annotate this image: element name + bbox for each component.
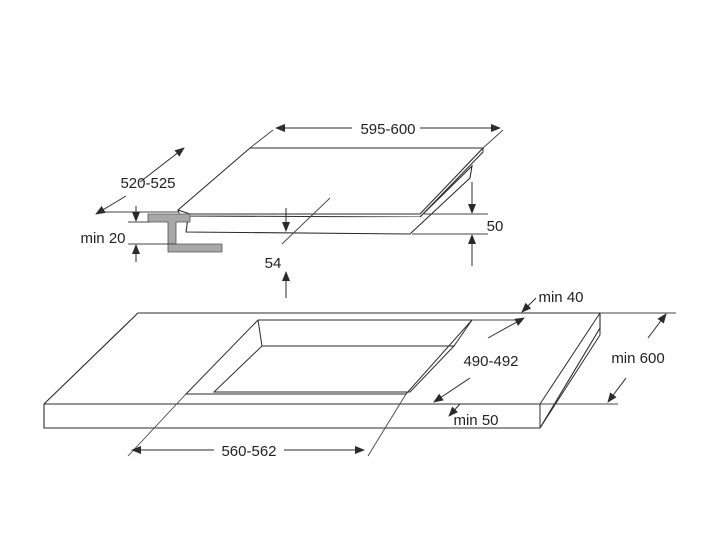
hob-glass-top (176, 147, 485, 215)
dim-worktop-depth-label: min 600 (611, 350, 664, 367)
dim-bracket-clearance-label: min 20 (80, 230, 125, 247)
dim-hob-depth: 520-525 (95, 147, 185, 215)
dim-back-clearance-label: min 40 (538, 289, 583, 306)
dim-cutout-width: 560-562 (127, 393, 407, 460)
dim-hob-depth-label: 520-525 (120, 175, 175, 192)
mounting-bracket (147, 213, 223, 253)
dim-cutout-depth: 490-492 (433, 317, 525, 403)
dim-hob-inset-label: 54 (265, 255, 282, 272)
dim-bracket-clearance: min 20 (80, 206, 176, 262)
worktop-top (43, 312, 601, 429)
worktop (43, 312, 601, 429)
dim-cutout-depth-label: 490-492 (463, 353, 518, 370)
dim-worktop-depth: min 600 (540, 312, 676, 405)
dim-cutout-width-label: 560-562 (221, 443, 276, 460)
dim-back-clearance: min 40 (521, 289, 584, 313)
dim-hob-height-label: 50 (487, 218, 504, 235)
dim-front-clearance-label: min 50 (453, 412, 498, 429)
dim-hob-width-label: 595-600 (360, 121, 415, 138)
dim-hob-height: 50 (412, 182, 503, 266)
dim-hob-inset: 54 (265, 197, 331, 298)
dim-front-clearance: min 50 (448, 403, 499, 429)
worktop-cutout (184, 319, 474, 395)
hob-unit (176, 147, 485, 235)
dim-hob-width: 595-600 (249, 121, 504, 149)
